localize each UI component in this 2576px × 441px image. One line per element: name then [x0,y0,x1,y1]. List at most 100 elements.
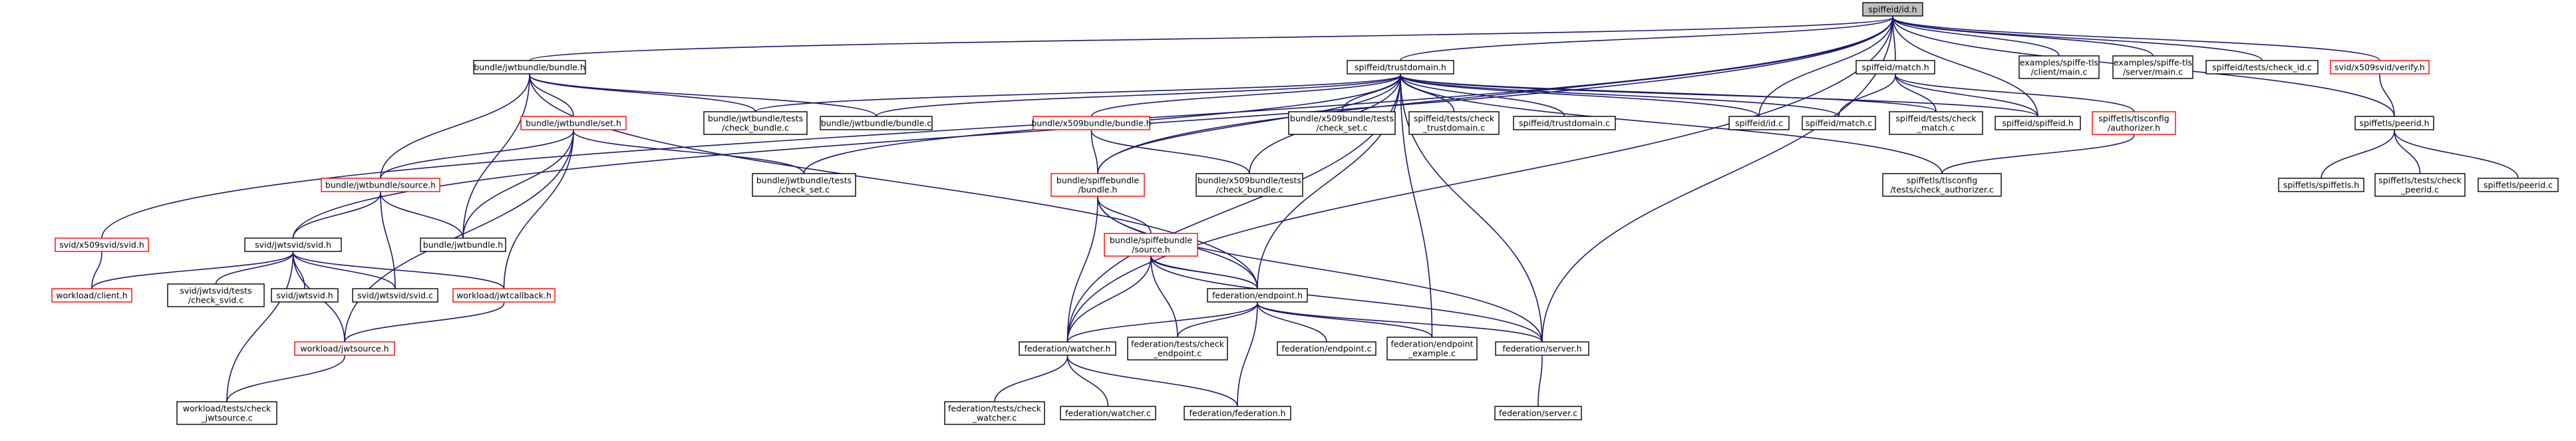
edge-spiffeid_id_h--spiffeid_trustdomain_h [1400,11,1896,61]
node-federation-endpoint-c[interactable]: federation/endpoint.c [1277,341,1376,356]
edge-arrow [1889,11,2380,61]
node-spiffetls-peerid-c[interactable]: spiffetls/peerid.c [2478,178,2559,192]
node-box [703,111,808,135]
edge-spiffeid_trustdomain_h--federation_endpoint_example_c [1397,69,1433,338]
node-box [1277,341,1376,356]
node-bundle-jwtbundle-set-h[interactable]: bundle/jwtbundle/set.h [520,116,627,130]
node-bundle-jwtbundle-source-h[interactable]: bundle/jwtbundle/source.h [321,178,440,192]
edge-svid_jwtsvid_svid_h--workload_jwtcallback_h [290,246,505,289]
node-spiffeid-id-c[interactable]: spiffeid/id.c [1728,116,1790,130]
node-label: workload/tests/check [183,404,271,414]
node-workload-jwtcallback-h[interactable]: workload/jwtcallback.h [452,288,556,303]
edge-arrow [526,69,877,117]
node-workload-client-h[interactable]: workload/client.h [51,288,132,303]
node-spiffeid-match-h[interactable]: spiffeid/match.h [1855,60,1935,74]
node-box [1104,233,1198,257]
node-spiffetls-peerid-h[interactable]: spiffetls/peerid.h [2354,116,2434,130]
edge-spiffeid_id_h--svid_x509svid_svid_h [101,11,1896,239]
node-bundle-jwtbundle-bundle-h[interactable]: bundle/jwtbundle/bundle.h [473,60,586,74]
node-federation-server-h[interactable]: federation/server.h [1495,341,1589,356]
node-bundle-jwtbundle-h[interactable]: bundle/jwtbundle.h [420,237,506,252]
node-label: bundle/jwtbundle/tests [708,114,803,124]
edge-arrow [226,350,348,402]
edge-spiffeid_trustdomain_h--spiffeid_spiffeid_h [1397,69,2038,117]
node-label: bundle/x509bundle/tests [1290,114,1394,124]
node-examples-server-main-c[interactable]: examples/spiffe-tls/server/main.c [2112,55,2193,79]
node-bundle-spiffebundle-source-h[interactable]: bundle/spiffebundle/source.h [1104,233,1198,257]
node-spiffetls-spiffetls-h[interactable]: spiffetls/spiffetls.h [2278,178,2364,192]
node-label: federation/watcher.c [1065,408,1151,418]
node-box [1196,173,1303,197]
edge-arrow [1066,251,1154,343]
node-spiffetls-tests-check-peerid-c[interactable]: spiffetls/tests/check_peerid.c [2374,173,2466,197]
node-examples-client-main-c[interactable]: examples/spiffe-tls/client/main.c [2018,55,2100,79]
node-bundle-jwtbundle-tests-check-bundle-c[interactable]: bundle/jwtbundle/tests/check_bundle.c [703,111,808,135]
node-federation-federation-h[interactable]: federation/federation.h [1184,406,1291,420]
node-box [1127,337,1228,361]
node-spiffeid-spiffeid-h[interactable]: spiffeid/spiffeid.h [1995,116,2081,130]
edge-spiffeid_match_h--spiffeid_spiffeid_h [1892,69,2038,117]
edge-arrow [1941,129,2137,174]
edge-arrow [1537,350,1545,407]
node-federation-endpoint-example-c[interactable]: federation/endpoint_example.c [1386,337,1478,361]
node-label: bundle/jwtbundle/bundle.h [474,63,585,73]
node-box [1386,337,1478,361]
node-svid-x509svid-svid-h[interactable]: svid/x509svid/svid.h [55,237,149,252]
node-spiffeid-tests-check-id-c[interactable]: spiffeid/tests/check_id.c [2205,60,2319,74]
edge-arrow [1397,69,1433,338]
node-bundle-jwtbundle-bundle-c[interactable]: bundle/jwtbundle/bundle.c [820,116,933,130]
node-bundle-spiffebundle-bundle-h[interactable]: bundle/spiffebundle/bundle.h [1050,173,1145,197]
node-workload-jwtsource-h[interactable]: workload/jwtsource.h [294,341,395,356]
node-box [1050,173,1145,197]
node-spiffeid-id-h[interactable]: spiffeid/id.h [1862,2,1923,17]
edge-spiffeid_trustdomain_h--spiffeid_trustdomain_c [1397,69,1565,117]
edge-arrow [1090,69,1404,117]
node-label: federation/tests/check [948,404,1042,414]
edge-arrow [1541,11,1896,343]
node-spiffetls-tlsconfig-authorizer-h[interactable]: spiffetls/tlsconfig/authorizer.h [2092,111,2176,135]
edge-spiffeid_trustdomain_h--bundle_jwtbundle_bundle_c [876,69,1404,117]
node-box [1495,341,1589,356]
node-workload-tests-check-jwtsource-c[interactable]: workload/tests/check_jwtsource.c [176,401,277,425]
edge-bundle_jwtbundle_set_h--workload_jwtsource_h [344,124,577,343]
node-spiffeid-trustdomain-c[interactable]: spiffeid/trustdomain.c [1513,116,1616,130]
node-federation-watcher-c[interactable]: federation/watcher.c [1060,406,1156,420]
edge-federation_watcher_h--federation_watcher_c [1064,350,1109,407]
node-box [1347,60,1454,74]
node-label: spiffeid/match.h [1861,63,1929,73]
node-label: /bundle.h [1078,185,1118,195]
edge-arrow [1254,297,1543,343]
node-box [520,116,627,130]
edge-arrow [1254,297,1327,343]
node-label: bundle/spiffebundle [1056,176,1139,186]
node-label: /source.h [1132,245,1170,255]
edge-federation_endpoint_h--bundle_spiffebundle_source_h [1150,255,1261,295]
node-svid-jwtsvid-svid-h[interactable]: svid/jwtsvid/svid.h [244,237,342,252]
node-label: svid/jwtsvid/svid.h [255,240,331,250]
node-federation-server-c[interactable]: federation/server.c [1494,406,1582,420]
node-box [167,283,265,307]
node-label: bundle/jwtbundle.h [423,240,503,250]
node-svid-jwtsvid-tests-check-svid-c[interactable]: svid/jwtsvid/tests/check_svid.c [167,283,265,307]
node-bundle-x509bundle-tests-check-set-c[interactable]: bundle/x509bundle/tests/check_set.c [1288,111,1396,135]
node-svid-jwtsvid-svid-c[interactable]: svid/jwtsvid/svid.c [352,288,438,303]
edge-arrow [1892,69,2135,112]
node-federation-endpoint-h[interactable]: federation/endpoint.h [1207,288,1308,303]
node-box [2330,60,2430,74]
node-federation-tests-check-endpoint-c[interactable]: federation/tests/check_endpoint.c [1127,337,1228,361]
node-spiffeid-tests-check-trustdomain-c[interactable]: spiffeid/tests/check_trustdomain.c [1408,111,1500,135]
node-spiffeid-tests-check-match-c[interactable]: spiffeid/tests/check_match.c [1889,111,1983,135]
node-federation-watcher-h[interactable]: federation/watcher.h [1019,341,1116,356]
node-federation-tests-check-watcher-c[interactable]: federation/tests/check_watcher.c [944,401,1045,425]
edge-svid_jwtsvid_svid_h--svid_jwtsvid_svid_c [290,246,396,289]
node-spiffetls-tlsconfig-tests-check-authorizer-c[interactable]: spiffetls/tlsconfig/tests/check_authoriz… [1882,173,2002,197]
node-svid-jwtsvid-h[interactable]: svid/jwtsvid.h [271,288,339,303]
edge-arrow [1889,11,2263,61]
node-bundle-jwtbundle-tests-check-set-c[interactable]: bundle/jwtbundle/tests/check_set.c [752,173,856,197]
node-bundle-x509bundle-tests-check-bundle-c[interactable]: bundle/x509bundle/tests/check_bundle.c [1196,173,1303,197]
edge-arrow [292,186,384,239]
node-spiffeid-trustdomain-h[interactable]: spiffeid/trustdomain.h [1347,60,1454,74]
node-svid-x509svid-verify-h[interactable]: svid/x509svid/verify.h [2330,60,2430,74]
node-spiffeid-match-c[interactable]: spiffeid/match.c [1802,116,1876,130]
node-bundle-x509bundle-bundle-h[interactable]: bundle/x509bundle/bundle.h [1031,116,1152,130]
